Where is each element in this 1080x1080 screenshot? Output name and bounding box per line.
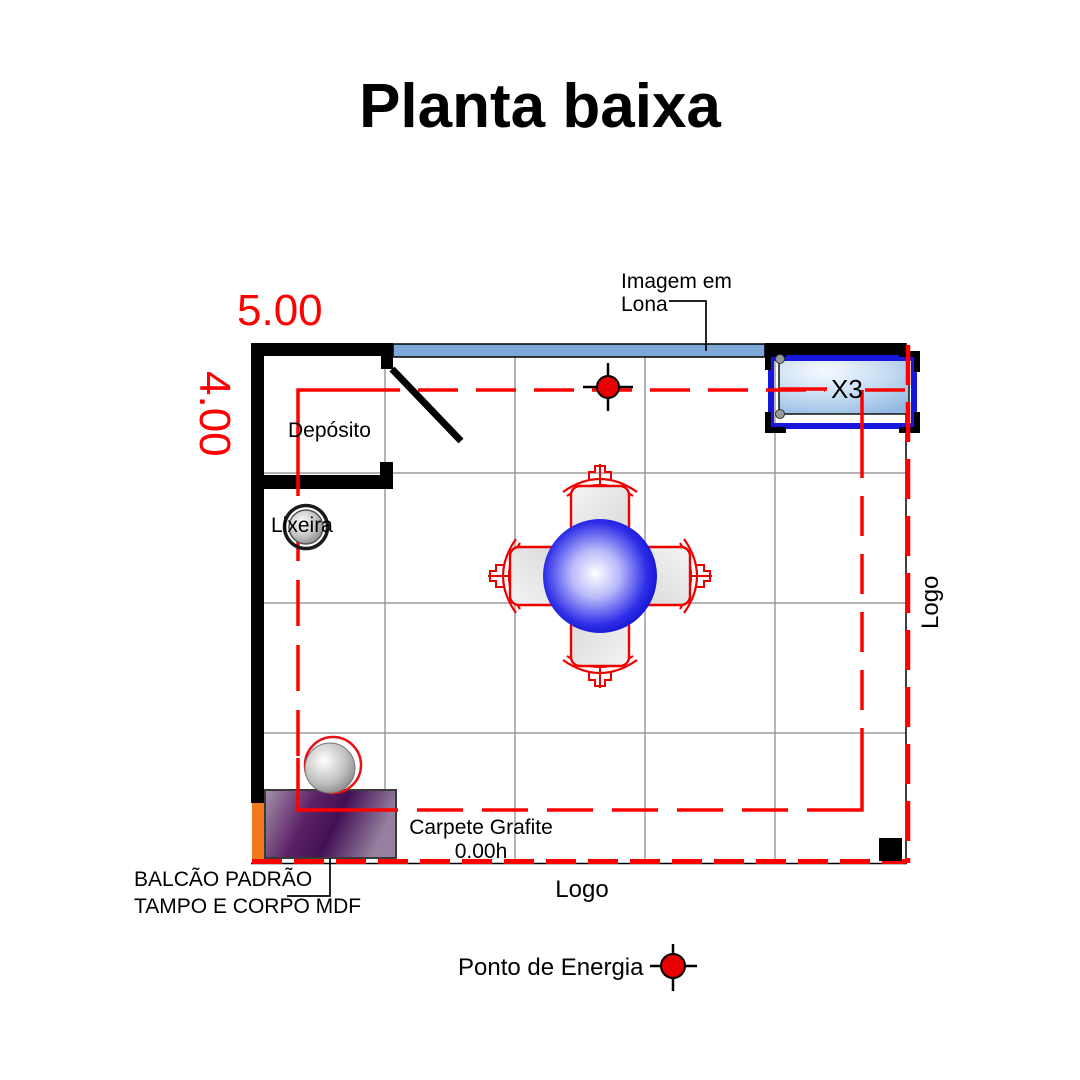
walls: [251, 343, 906, 862]
dimension-height: 4.00: [190, 371, 239, 457]
banner-imagem-lona: [392, 343, 766, 358]
label-lixeira: Lixeira: [271, 514, 333, 537]
trash-bin: [282, 503, 330, 551]
x3-blue-frame: [768, 355, 917, 429]
label-carpete-line2: 0.00h: [455, 840, 508, 863]
black-square-marker: [879, 838, 902, 861]
x3-display-box: [765, 351, 920, 433]
wall-deposito-stub-bottom: [380, 462, 393, 476]
leader-imagem-lona: [669, 300, 707, 351]
wall-deposito-stub-top: [381, 356, 393, 369]
leader-balcao: [287, 858, 331, 897]
outer-dashed-boundary: [252, 345, 911, 864]
stool-seat-sphere: [304, 742, 356, 794]
label-balcao-line2: TAMPO E CORPO MDF: [134, 895, 361, 918]
wall-left: [251, 343, 264, 803]
stool: [303, 735, 363, 795]
label-imagem-line1: Imagem em: [621, 270, 732, 293]
x3-hinge-dot-bottom: [775, 409, 785, 419]
label-logo-bottom: Logo: [555, 876, 608, 903]
label-x3: X3: [831, 374, 863, 404]
wall-top-left: [251, 343, 393, 356]
room-label-deposito: Depósito: [288, 419, 371, 442]
round-table: [543, 519, 657, 633]
inner-dashed-boundary: [296, 387, 906, 812]
label-logo-right: Logo: [917, 576, 944, 629]
trash-bin-body: [288, 509, 324, 545]
wall-deposito-bottom: [251, 475, 393, 489]
orange-strip: [252, 803, 264, 862]
dimension-width: 5.00: [237, 286, 323, 335]
meeting-set: [486, 462, 714, 690]
power-point-symbol-legend: [650, 944, 697, 991]
wall-top-right: [765, 343, 906, 356]
page-title: Planta baixa: [359, 72, 721, 141]
power-point-symbol-plan: [583, 363, 633, 411]
label-carpete-line1: Carpete Grafite: [409, 816, 553, 839]
counter-balcao: [264, 789, 397, 859]
x3-hinge-dot-top: [775, 354, 785, 364]
label-ponto-energia: Ponto de Energia: [458, 954, 644, 981]
x3-fill: [778, 358, 910, 415]
label-imagem-line2: Lona: [621, 293, 668, 316]
label-balcao-line1: BALCÃO PADRÃO: [134, 867, 312, 891]
door-leaf: [389, 366, 464, 444]
trash-bin-outer-ring: [282, 503, 330, 551]
